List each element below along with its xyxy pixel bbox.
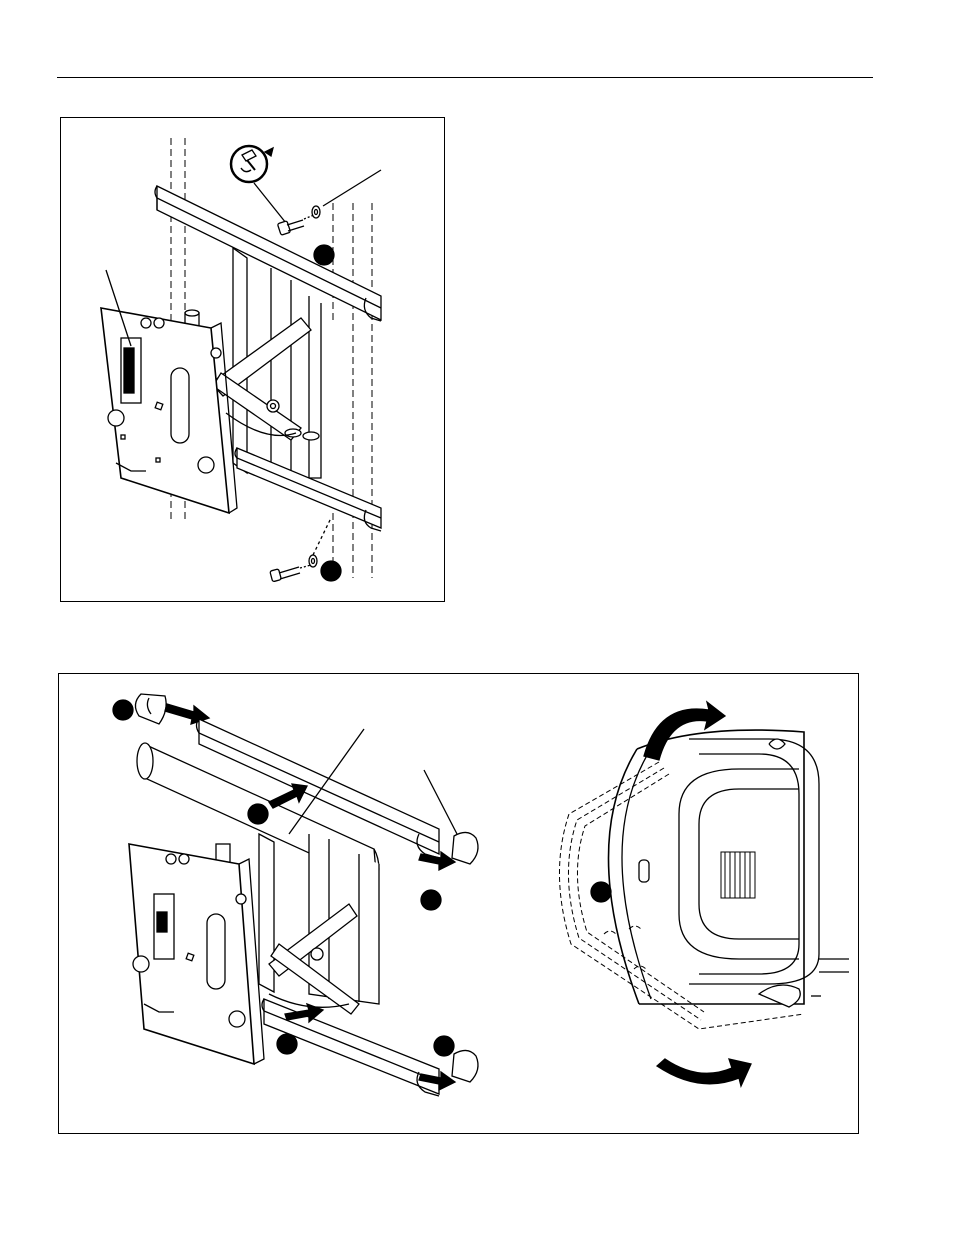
callout-c-lower <box>277 1034 297 1054</box>
tv-bracket <box>101 308 237 513</box>
end-cap-right-top <box>452 832 478 864</box>
end-cap-left <box>135 694 166 724</box>
push-arrow-right-top <box>419 852 455 870</box>
tv-bracket-bottom-fig <box>129 844 264 1064</box>
callout-b-right-top <box>421 890 441 910</box>
callout-c-center <box>248 804 268 824</box>
callout-a-bottom <box>321 561 341 581</box>
figure-mount-rails <box>60 117 445 602</box>
rotate-arrow-top <box>644 702 725 760</box>
callout-b-right-bottom <box>434 1036 454 1056</box>
callout-a-top <box>314 245 334 265</box>
figure-1-illustration <box>61 118 444 601</box>
callout-d-detail <box>591 882 611 902</box>
figure-2-illustration <box>59 674 858 1133</box>
upper-rail <box>155 186 381 321</box>
wrench-rotate-icon <box>231 146 273 182</box>
callout-b-top-left <box>113 700 133 720</box>
rotate-arrow-bottom <box>657 1059 751 1086</box>
header-rule <box>57 77 873 78</box>
push-arrow-center <box>269 784 307 808</box>
figure-rail-covers <box>58 673 859 1134</box>
end-cap-right-bottom <box>452 1050 478 1082</box>
detail-cover-view <box>559 730 849 1029</box>
